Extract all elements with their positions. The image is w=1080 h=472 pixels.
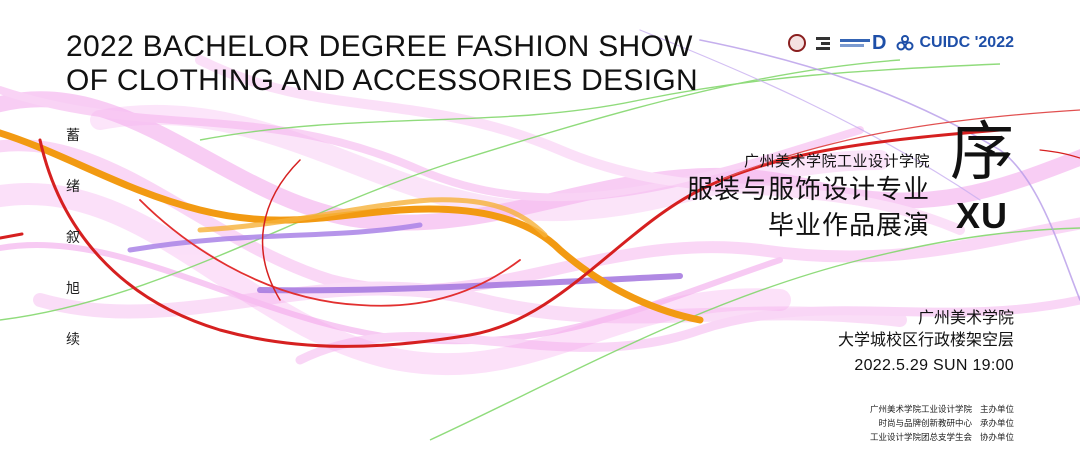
credit-role: 承办单位	[979, 419, 1014, 429]
xu-character: 序	[950, 116, 1014, 190]
cuidc-logo: CUIDC '2022	[896, 34, 1014, 52]
venue-line-1: 广州美术学院	[917, 308, 1014, 327]
english-title-line-2: OF CLOTHING AND ACCESSORIES DESIGN	[66, 64, 698, 97]
credit-row: 广州美术学院工业设计学院主办单位	[870, 403, 1014, 417]
cuidc-link-icon	[896, 35, 914, 51]
program-subtitle: 服装与服饰设计专业 毕业作品展演	[687, 172, 930, 244]
sponsor-logos: D CUIDC '2022	[788, 30, 1014, 56]
venue: 广州美术学院 大学城校区行政楼架空层	[838, 307, 1014, 351]
vertical-word: 续	[66, 332, 80, 348]
vertical-word: 叙	[66, 230, 80, 246]
cuidc-label: CUIDC '2022	[919, 34, 1014, 51]
subtitle-line-1: 服装与服饰设计专业	[686, 175, 930, 205]
university-seal-icon	[788, 34, 807, 52]
credit-role: 主办单位	[979, 405, 1014, 415]
vertical-word-column: 蓄 绪 叙 旭 续	[66, 128, 80, 348]
english-title-line-1: 2022 BACHELOR DEGREE FASHION SHOW	[66, 30, 693, 63]
credit-org: 广州美术学院工业设计学院	[869, 405, 972, 415]
venue-line-2: 大学城校区行政楼架空层	[837, 330, 1014, 349]
credit-role: 协办单位	[979, 433, 1014, 443]
design-d-logo-icon: D	[840, 33, 886, 53]
event-datetime: 2022.5.29 SUN 19:00	[854, 357, 1014, 374]
xu-latin: XU	[955, 195, 1008, 236]
institute-mark-icon	[816, 35, 831, 51]
credit-org: 时尚与品牌创新教研中心	[878, 419, 972, 429]
credit-org: 工业设计学院团总支学生会	[869, 433, 972, 443]
vertical-word: 蓄	[66, 128, 80, 144]
organizer-name: 广州美术学院工业设计学院	[743, 152, 930, 170]
subtitle-line-2: 毕业作品展演	[767, 211, 930, 241]
english-title: 2022 BACHELOR DEGREE FASHION SHOW OF CLO…	[66, 30, 698, 98]
credit-row: 时尚与品牌创新教研中心承办单位	[870, 417, 1014, 431]
credits: 广州美术学院工业设计学院主办单位 时尚与品牌创新教研中心承办单位 工业设计学院团…	[870, 403, 1014, 445]
vertical-word: 旭	[66, 281, 80, 297]
vertical-word: 绪	[66, 179, 80, 195]
credit-row: 工业设计学院团总支学生会协办单位	[870, 431, 1014, 445]
